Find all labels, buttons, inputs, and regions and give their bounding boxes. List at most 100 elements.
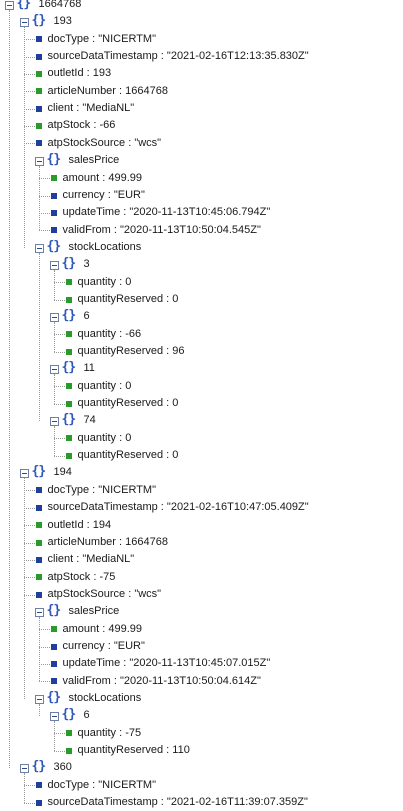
collapse-toggle[interactable] bbox=[34, 607, 44, 617]
object-braces-icon: {} bbox=[31, 759, 47, 775]
node-value: -66 bbox=[125, 327, 142, 340]
tree-connector-line bbox=[23, 143, 35, 145]
node-key[interactable]: 193 bbox=[53, 15, 72, 28]
node-key[interactable]: salesPrice bbox=[68, 154, 120, 167]
node-key-value[interactable]: sourceDataTimestamp : "2021-02-16T12:13:… bbox=[48, 48, 309, 65]
node-key-value[interactable]: quantityReserved : 0 bbox=[78, 447, 179, 464]
tree-connector-line bbox=[53, 282, 65, 284]
node-key-value[interactable]: currency : "EUR" bbox=[63, 187, 145, 204]
key-value-separator: : bbox=[104, 639, 114, 652]
node-key-value[interactable]: docType : "NICERTM" bbox=[48, 482, 156, 499]
node-key-value[interactable]: amount : 499.99 bbox=[63, 621, 143, 638]
object-braces-icon: {} bbox=[16, 0, 32, 11]
key-value-separator: : bbox=[104, 188, 114, 201]
node-key-value[interactable]: validFrom : "2020-11-13T10:50:04.614Z" bbox=[63, 673, 261, 690]
node-key[interactable]: 6 bbox=[83, 709, 90, 722]
node-key[interactable]: 6 bbox=[83, 310, 90, 323]
node-key-value[interactable]: quantityReserved : 110 bbox=[78, 742, 190, 759]
collapse-toggle[interactable] bbox=[34, 243, 44, 253]
object-braces-icon: {} bbox=[46, 152, 62, 168]
node-key: docType bbox=[47, 32, 90, 45]
string-value-icon bbox=[35, 504, 42, 511]
node-key[interactable]: 11 bbox=[83, 362, 95, 375]
node-key-value[interactable]: quantityReserved : 96 bbox=[78, 343, 185, 360]
node-key-value[interactable]: outletId : 194 bbox=[48, 517, 112, 534]
node-key[interactable]: salesPrice bbox=[68, 605, 120, 618]
node-key-value[interactable]: articleNumber : 1664768 bbox=[48, 534, 168, 551]
tree-connector-line bbox=[53, 386, 65, 388]
tree-connector-line bbox=[53, 351, 65, 353]
node-key: validFrom bbox=[62, 223, 111, 236]
node-key-value[interactable]: atpStock : -75 bbox=[48, 569, 116, 586]
node-key[interactable]: 360 bbox=[53, 761, 72, 774]
node-key[interactable]: 3 bbox=[83, 258, 90, 271]
collapse-toggle[interactable] bbox=[34, 694, 44, 704]
node-key[interactable]: 1664768 bbox=[38, 0, 82, 10]
number-value-icon bbox=[35, 574, 42, 581]
node-key-value[interactable]: quantityReserved : 0 bbox=[78, 395, 179, 412]
tree-connector-line bbox=[23, 525, 35, 527]
tree-connector-line bbox=[38, 178, 50, 180]
node-key-value[interactable]: currency : "EUR" bbox=[63, 638, 145, 655]
object-braces-icon: {} bbox=[46, 690, 62, 705]
tree-connector-line bbox=[23, 126, 35, 128]
node-key-value[interactable]: quantity : -75 bbox=[78, 725, 142, 742]
node-key-value[interactable]: docType : "NICERTM" bbox=[48, 31, 156, 48]
collapse-toggle[interactable] bbox=[49, 712, 59, 722]
tree-connector-line bbox=[23, 785, 35, 787]
node-key-value[interactable]: atpStockSource : "wcs" bbox=[48, 586, 162, 603]
key-value-separator: : bbox=[73, 553, 83, 566]
node-key-value[interactable]: quantity : 0 bbox=[78, 274, 132, 291]
node-key-value[interactable]: client : "MediaNL" bbox=[48, 100, 135, 117]
key-value-separator: : bbox=[110, 223, 120, 236]
tree-connector-line bbox=[38, 195, 50, 197]
key-value-separator: : bbox=[163, 744, 173, 757]
node-key-value[interactable]: validFrom : "2020-11-13T10:50:04.545Z" bbox=[63, 222, 261, 239]
tree-guide-line bbox=[23, 27, 25, 248]
node-key-value[interactable]: articleNumber : 1664768 bbox=[48, 83, 168, 100]
tree-connector-line bbox=[23, 559, 35, 561]
tree-connector-line bbox=[23, 108, 35, 110]
tree-connector-line bbox=[23, 507, 35, 509]
node-key[interactable]: 74 bbox=[83, 414, 96, 427]
number-value-icon bbox=[35, 123, 42, 130]
node-key-value[interactable]: sourceDataTimestamp : "2021-02-16T10:47:… bbox=[48, 499, 309, 516]
node-key-value[interactable]: amount : 499.99 bbox=[63, 170, 143, 187]
collapse-toggle[interactable] bbox=[34, 156, 44, 166]
node-key-value[interactable]: quantity : 0 bbox=[78, 378, 132, 395]
node-key-value[interactable]: quantity : 0 bbox=[78, 430, 132, 447]
node-key-value[interactable]: atpStock : -66 bbox=[48, 117, 116, 134]
string-value-icon bbox=[50, 678, 57, 685]
collapse-toggle[interactable] bbox=[19, 764, 29, 774]
collapse-toggle[interactable] bbox=[49, 365, 59, 375]
node-key-value[interactable]: docType : "NICERTM" bbox=[48, 777, 156, 794]
node-key-value[interactable]: sourceDataTimestamp : "2021-02-16T11:39:… bbox=[48, 794, 308, 811]
node-key-value[interactable]: quantity : -66 bbox=[78, 326, 142, 343]
node-key-value[interactable]: updateTime : "2020-11-13T10:45:07.015Z" bbox=[63, 655, 271, 672]
node-value: "MediaNL" bbox=[82, 553, 135, 566]
node-key: updateTime bbox=[62, 206, 121, 219]
string-value-icon bbox=[35, 105, 42, 112]
node-key-value[interactable]: client : "MediaNL" bbox=[48, 551, 135, 568]
number-value-icon bbox=[65, 435, 72, 442]
node-key[interactable]: stockLocations bbox=[68, 240, 142, 253]
node-key-value[interactable]: atpStockSource : "wcs" bbox=[48, 135, 162, 152]
collapse-toggle[interactable] bbox=[4, 0, 14, 10]
collapse-toggle[interactable] bbox=[49, 417, 59, 427]
node-key-value[interactable]: outletId : 193 bbox=[48, 65, 112, 82]
node-key-value[interactable]: quantityReserved : 0 bbox=[78, 291, 179, 308]
node-key[interactable]: stockLocations bbox=[68, 692, 142, 704]
collapse-toggle[interactable] bbox=[19, 18, 29, 28]
key-value-separator: : bbox=[163, 449, 173, 462]
tree-guide-line bbox=[38, 616, 40, 682]
collapse-toggle[interactable] bbox=[49, 312, 59, 322]
collapse-toggle[interactable] bbox=[49, 260, 59, 270]
number-value-icon bbox=[65, 383, 72, 390]
number-value-icon bbox=[65, 747, 72, 754]
key-value-separator: : bbox=[116, 379, 126, 392]
node-key-value[interactable]: updateTime : "2020-11-13T10:45:06.794Z" bbox=[63, 204, 271, 221]
collapse-toggle[interactable] bbox=[19, 469, 29, 479]
key-value-separator: : bbox=[163, 345, 173, 357]
node-key: currency bbox=[62, 188, 105, 201]
node-key[interactable]: 194 bbox=[53, 466, 72, 479]
